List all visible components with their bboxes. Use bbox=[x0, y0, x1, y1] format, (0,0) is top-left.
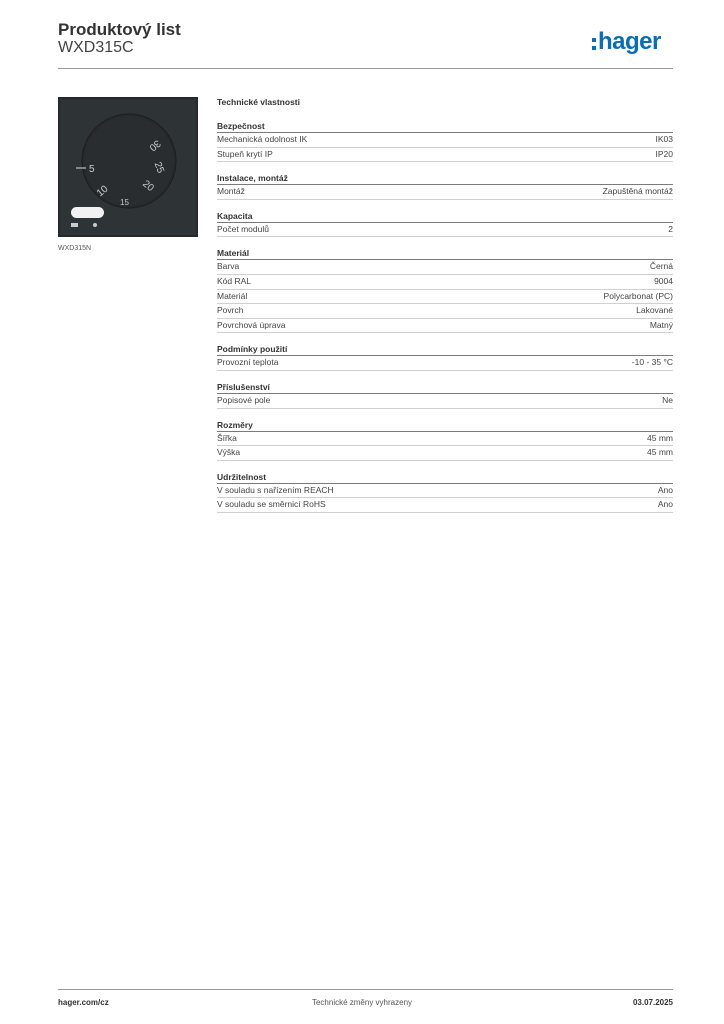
spec-row: Výška 45 mm bbox=[217, 446, 673, 461]
footer-date: 03.07.2025 bbox=[632, 998, 673, 1007]
section-title: Rozměry bbox=[217, 419, 673, 432]
spec-row: Materiál Polycarbonat (PC) bbox=[217, 290, 673, 305]
spec-label: Kód RAL bbox=[217, 275, 252, 286]
section-title: Podmínky použití bbox=[217, 343, 673, 357]
spec-label: Provozní teplota bbox=[217, 357, 279, 368]
dial-label-15: 15 bbox=[120, 198, 129, 207]
product-image: 5 10 15 20 25 30 bbox=[58, 97, 198, 237]
spec-row: Počet modulů 2 bbox=[217, 223, 673, 238]
spec-row: Povrchová úprava Matný bbox=[217, 319, 673, 334]
spec-row: V souladu se směrnicí RoHS Ano bbox=[217, 498, 673, 513]
spec-label: Mechanická odolnost IK bbox=[217, 134, 308, 144]
spec-value: 9004 bbox=[654, 275, 673, 286]
section-title: Instalace, montáž bbox=[217, 172, 673, 186]
section-title: Příslušenství bbox=[217, 381, 673, 394]
spec-row: Mechanická odolnost IK IK03 bbox=[217, 133, 673, 148]
spec-row: Barva Černá bbox=[217, 260, 673, 275]
spec-value: Matný bbox=[649, 319, 673, 330]
spec-value: Lakované bbox=[636, 305, 673, 316]
spec-value: IK03 bbox=[655, 134, 674, 144]
spec-row: Šířka 45 mm bbox=[217, 432, 673, 447]
spec-value: Ne bbox=[662, 394, 673, 405]
spec-label: Montáž bbox=[217, 186, 245, 197]
section-title: Kapacita bbox=[217, 210, 673, 223]
sun-icon bbox=[93, 223, 97, 227]
hager-logo: hager bbox=[592, 27, 661, 57]
page-title: Produktový list bbox=[58, 20, 181, 39]
led-indicator bbox=[71, 207, 104, 218]
section-title: Udržitelnost bbox=[217, 471, 673, 484]
spec-label: Šířka bbox=[217, 432, 237, 443]
spec-label: Výška bbox=[217, 447, 241, 458]
spec-value: IP20 bbox=[655, 148, 674, 159]
spec-label: V souladu se směrnicí RoHS bbox=[217, 499, 326, 510]
spec-value: Ano bbox=[657, 484, 673, 495]
spec-value: Černá bbox=[649, 261, 673, 272]
spec-row: Stupeň krytí IP IP20 bbox=[217, 148, 673, 163]
spec-row: Popisové pole Ne bbox=[217, 394, 673, 409]
spec-row: Provozní teplota -10 - 35 °C bbox=[217, 356, 673, 371]
dial-label-25: 25 bbox=[152, 161, 166, 176]
footer-website: hager.com/cz bbox=[58, 998, 109, 1007]
product-code: WXD315C bbox=[58, 39, 134, 56]
spec-value: 45 mm bbox=[647, 432, 673, 443]
spec-label: Povrchová úprava bbox=[217, 319, 286, 330]
spec-row: Montáž Zapuštěná montáž bbox=[217, 185, 673, 200]
spec-label: Barva bbox=[217, 261, 240, 272]
spec-label: Povrch bbox=[217, 305, 244, 316]
spec-row: Kód RAL 9004 bbox=[217, 275, 673, 290]
spec-label: V souladu s nařízením REACH bbox=[217, 484, 334, 495]
specs-title: Technické vlastnosti bbox=[217, 97, 300, 107]
section-title: Bezpečnost bbox=[217, 120, 673, 133]
section-title: Materiál bbox=[217, 247, 673, 261]
eco-icon bbox=[71, 223, 78, 227]
spec-value: Zapuštěná montáž bbox=[602, 186, 673, 197]
spec-label: Stupeň krytí IP bbox=[217, 148, 273, 159]
dial-label-5: 5 bbox=[89, 164, 95, 175]
spec-label: Počet modulů bbox=[217, 223, 269, 234]
spec-value: 2 bbox=[668, 223, 673, 234]
spec-row: Povrch Lakované bbox=[217, 304, 673, 319]
spec-row: V souladu s nařízením REACH Ano bbox=[217, 484, 673, 499]
spec-label: Materiál bbox=[217, 290, 248, 301]
header-divider bbox=[58, 68, 673, 69]
logo-dots-icon bbox=[592, 37, 596, 50]
spec-value: Ano bbox=[657, 499, 673, 510]
image-caption: WXD315N bbox=[58, 245, 92, 252]
mode-icons bbox=[71, 221, 97, 228]
spec-value: 45 mm bbox=[647, 447, 673, 458]
footer-note: Technické změny vyhrazeny bbox=[311, 998, 413, 1007]
spec-value: -10 - 35 °C bbox=[631, 357, 673, 368]
spec-label: Popisové pole bbox=[217, 394, 271, 405]
spec-value: Polycarbonat (PC) bbox=[603, 290, 673, 301]
footer-divider bbox=[58, 989, 673, 990]
logo-text: hager bbox=[598, 28, 661, 55]
